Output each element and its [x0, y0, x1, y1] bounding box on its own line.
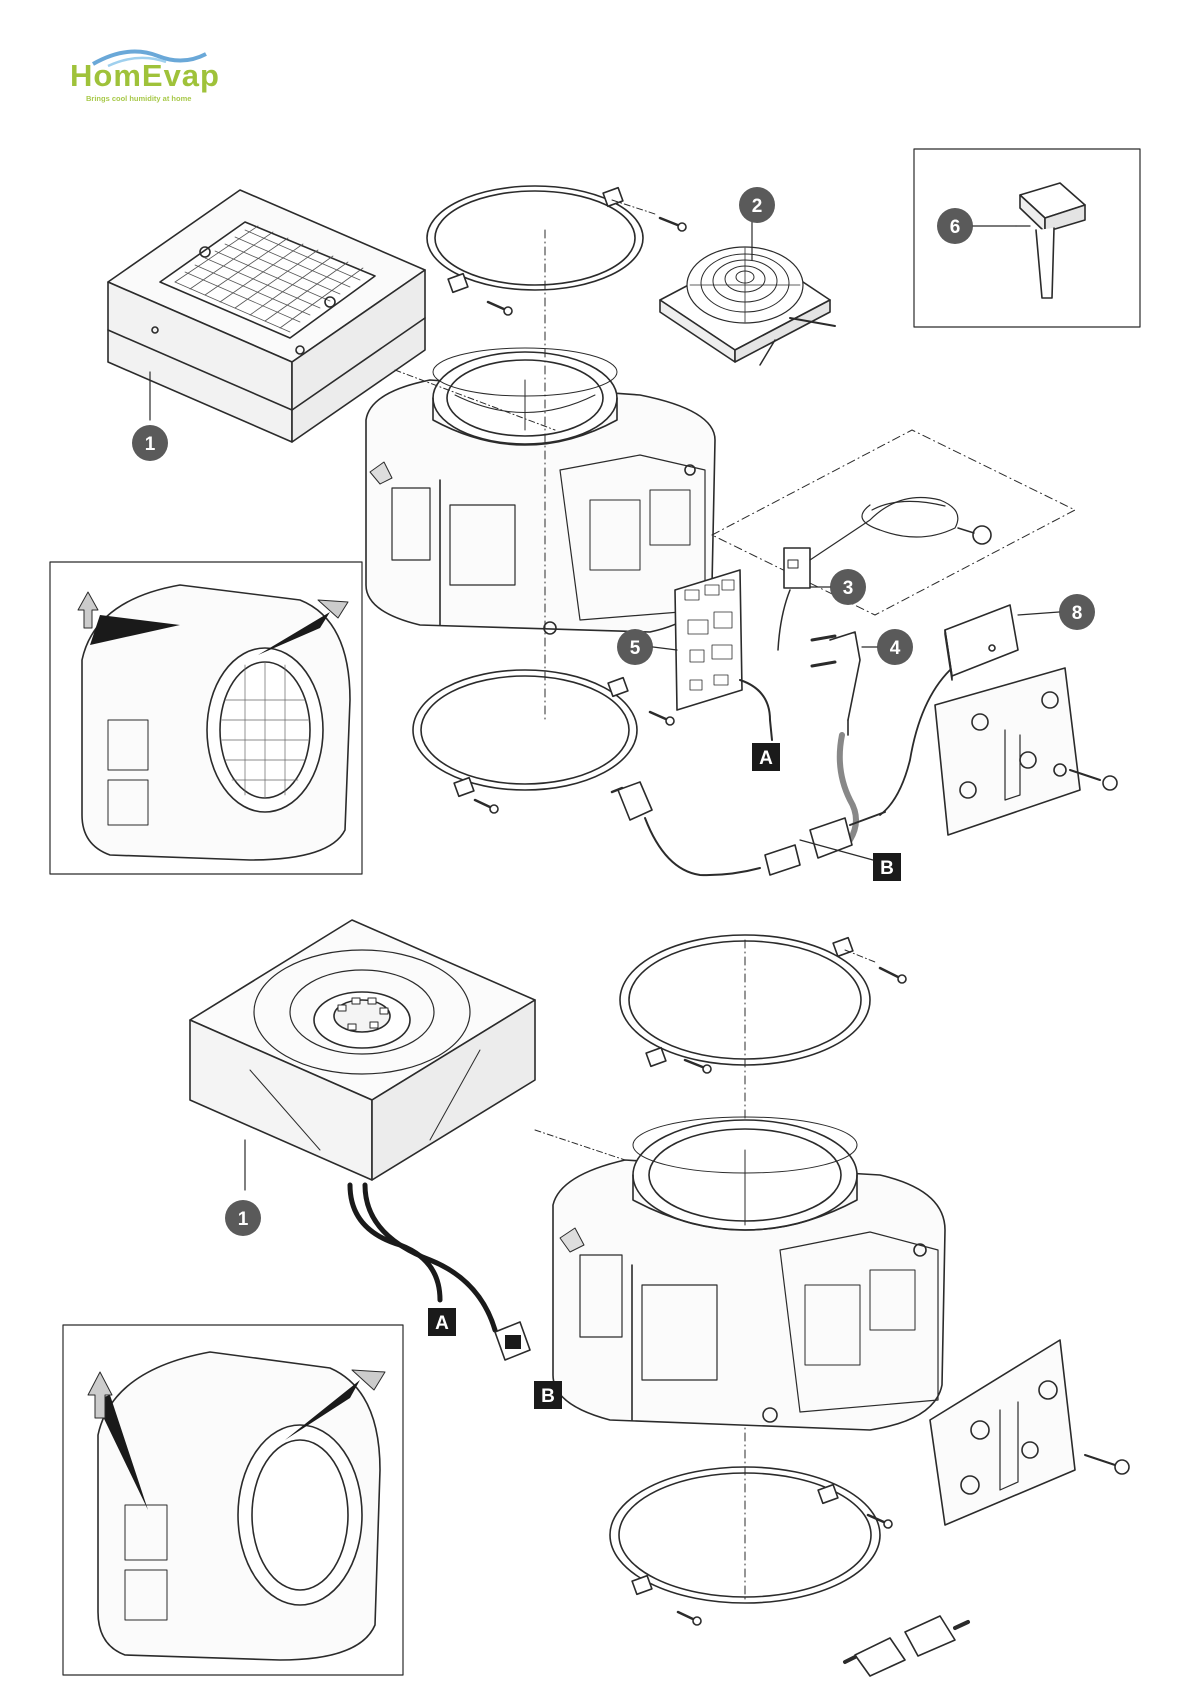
callout-8-label: 8	[1072, 603, 1083, 624]
callout-1-bottom-label: 1	[238, 1209, 249, 1230]
evaporator-housing	[553, 1117, 945, 1430]
callout-3-label: 3	[843, 578, 854, 599]
callout-5-label: 5	[630, 638, 641, 659]
screw	[650, 712, 674, 725]
fan-grille-module	[660, 247, 835, 365]
loose-connectors	[845, 1616, 968, 1676]
control-board	[675, 570, 772, 740]
screw	[678, 1612, 701, 1625]
screw	[488, 302, 512, 315]
fan-unit	[190, 920, 535, 1180]
orientation-inset	[50, 562, 362, 874]
evaporator-housing	[366, 348, 715, 634]
lower-clamp-ring	[413, 670, 637, 796]
drain-fitting	[812, 632, 860, 840]
tag-a-label: A	[759, 748, 773, 769]
callout-4-label: 4	[890, 638, 901, 659]
screw	[868, 1515, 892, 1528]
tag-a-bottom-label: A	[435, 1313, 449, 1334]
orientation-inset	[63, 1325, 403, 1675]
tag-b-label: B	[880, 858, 894, 879]
tag-b-bottom-label: B	[541, 1386, 555, 1407]
callout-6-label: 6	[950, 217, 961, 238]
side-panel	[935, 668, 1117, 835]
power-cable	[612, 782, 885, 875]
screw	[880, 968, 906, 983]
side-panel	[930, 1340, 1129, 1525]
screw	[660, 218, 686, 231]
callout-1-label: 1	[145, 434, 156, 455]
screw	[475, 800, 498, 813]
callout-2-label: 2	[752, 196, 763, 217]
upper-clamp-ring	[427, 186, 643, 292]
